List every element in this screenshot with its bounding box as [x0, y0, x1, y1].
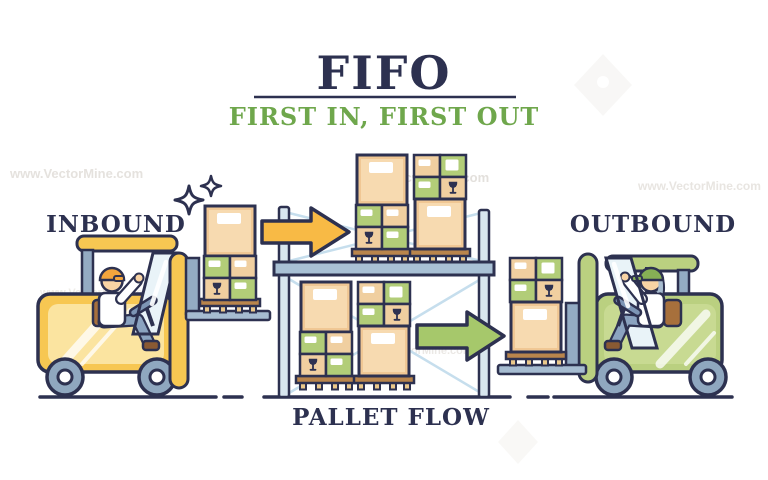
sparkle-icons: [173, 174, 223, 216]
pallet: [350, 247, 414, 264]
driver-shoe: [603, 339, 623, 352]
box-stack: [204, 206, 256, 300]
inbound-forklift: [36, 206, 272, 397]
outbound-flow-arrow-icon: [415, 310, 506, 362]
rack-post-left: [277, 205, 291, 399]
watermark-text: www.VectorMine.com: [637, 179, 761, 193]
windshield-shine: [611, 261, 631, 309]
rack-pallet-bottom-left: [294, 282, 358, 391]
driver-arm: [623, 276, 646, 303]
pallet: [408, 247, 472, 264]
fork-carriage: [184, 256, 201, 316]
rack-pallet-top-left: [350, 155, 414, 264]
wheel-hub: [56, 368, 74, 386]
forklift-roof: [75, 234, 179, 253]
hard-hat-brim: [113, 275, 125, 282]
body-shine: [655, 309, 716, 369]
box-stack: [414, 155, 466, 249]
driver-arm: [117, 277, 141, 303]
pallet: [352, 374, 416, 391]
pallet: [504, 350, 568, 367]
box-stack: [510, 258, 562, 352]
rack-pallet-bottom-right: [352, 282, 416, 391]
driver-seat: [662, 298, 683, 328]
driver-shoe: [141, 339, 161, 352]
steering-column: [145, 308, 155, 327]
rack-beam: [272, 260, 496, 277]
forklift-rear-pillar: [80, 248, 95, 300]
box-stack: [356, 155, 408, 249]
rack-pallet-top-right: [408, 155, 472, 264]
pallet-rack: [272, 155, 496, 399]
forklift-mast: [577, 252, 599, 384]
page-subtitle: FIRST IN, FIRST OUT: [229, 102, 540, 131]
header: FIFO FIRST IN, FIRST OUT: [229, 46, 540, 131]
box-stack: [358, 282, 410, 376]
four-point-star-icon: [173, 184, 205, 216]
wheel-hub: [148, 368, 166, 386]
inbound-flow-arrow-icon: [260, 206, 351, 258]
four-point-star-icon: [199, 174, 223, 198]
page-title: FIFO: [317, 46, 452, 100]
watermark-text: www.VectorMine.com: [9, 166, 143, 181]
wheel-hub: [699, 368, 717, 386]
box-stack: [300, 282, 352, 376]
vectormine-logo-mark: [498, 54, 632, 464]
driver-hand: [619, 271, 631, 283]
outbound-forklift: [496, 252, 728, 397]
pallet: [294, 374, 358, 391]
pallet-flow-label: PALLET FLOW: [292, 404, 490, 431]
wheel-hub: [605, 368, 623, 386]
windshield-frame: [131, 251, 179, 336]
inbound-label: INBOUND: [46, 211, 186, 238]
fork-carriage: [564, 301, 581, 371]
rack-post-right: [477, 208, 491, 399]
driver-hand: [133, 272, 145, 284]
windshield-frame: [604, 256, 659, 350]
fork-blade: [184, 309, 272, 322]
outbound-label: OUTBOUND: [570, 211, 736, 238]
windshield-shine: [149, 259, 169, 307]
